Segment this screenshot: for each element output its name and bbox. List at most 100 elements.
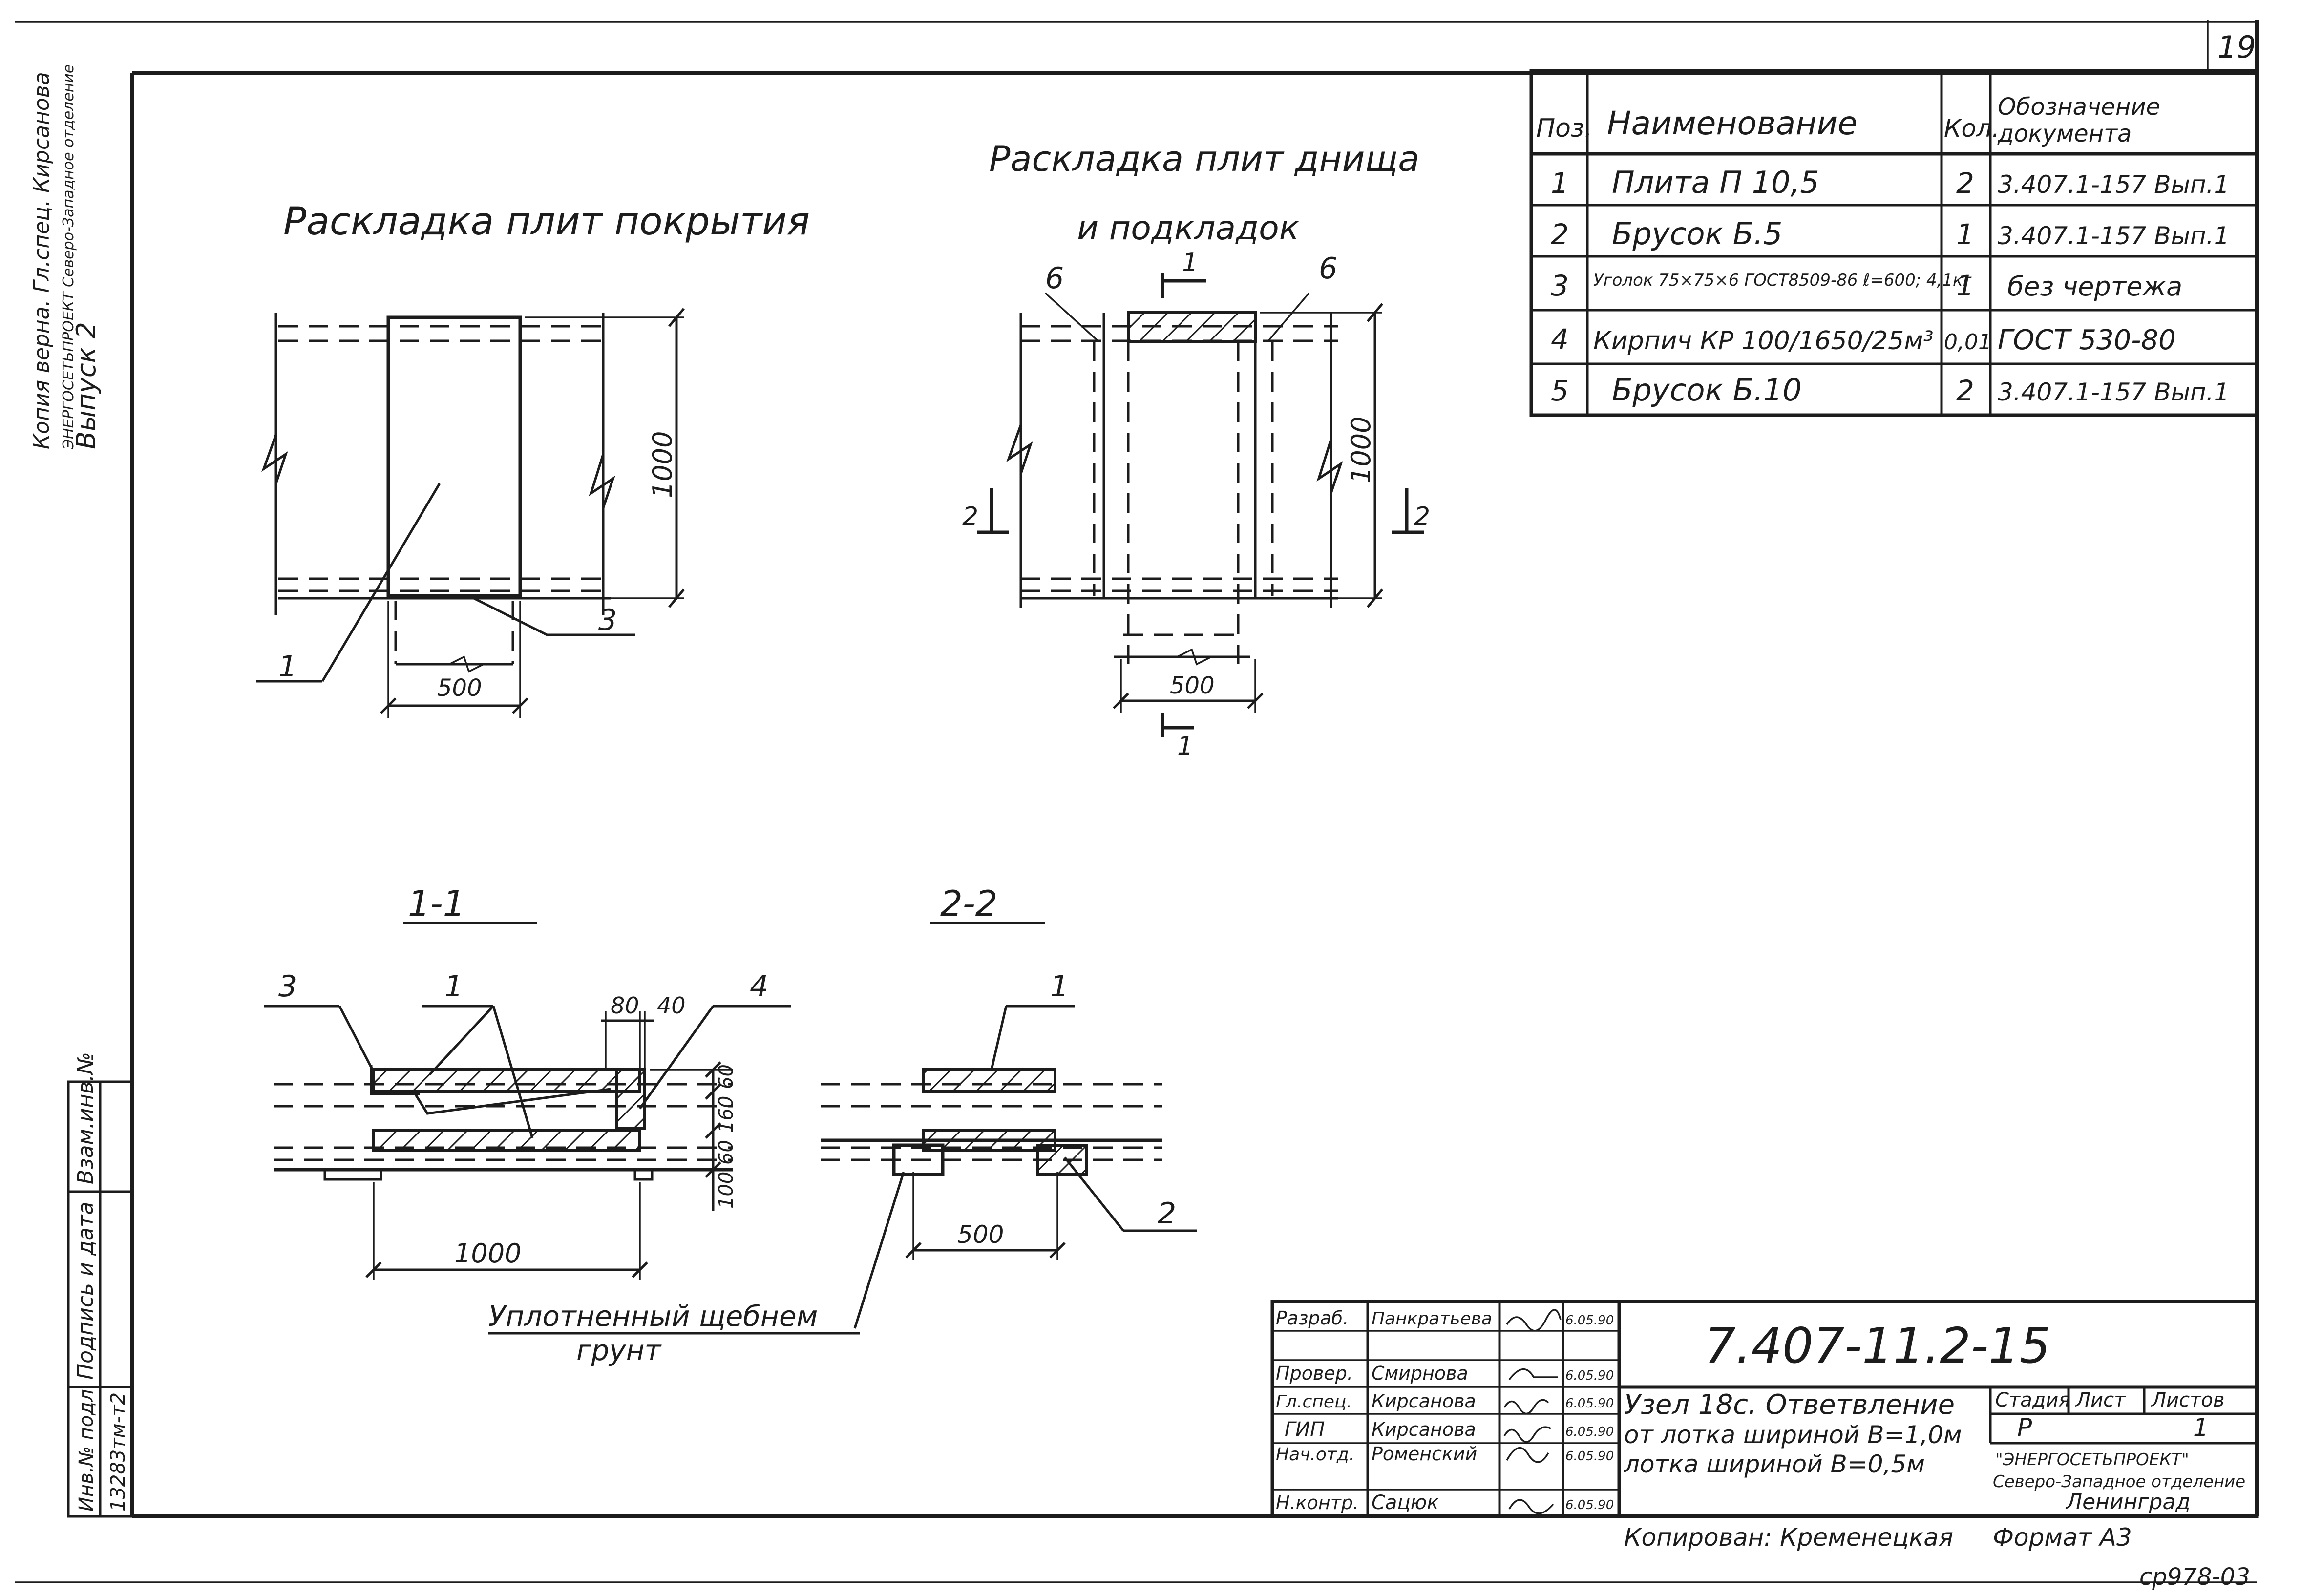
spec-row-5-qty: 2 bbox=[1956, 374, 1974, 407]
spec-header-pos: Поз. bbox=[1536, 114, 1592, 143]
left-stamp-cell-3: Инв.№ подл. bbox=[75, 1383, 98, 1512]
spec-row-4-qty: 0,01 bbox=[1944, 330, 1992, 355]
section-1-1-title: 1-1 bbox=[408, 883, 465, 924]
spec-row-1-doc: 3.407.1-157 Вып.1 bbox=[1998, 170, 2229, 199]
spec-row-5-name: Брусок Б.10 bbox=[1612, 372, 1802, 408]
margin-stamp-issue: Выпуск 2 bbox=[71, 322, 102, 449]
org-line-3: Ленинград bbox=[2065, 1490, 2191, 1514]
staff-5-name: Роменский bbox=[1372, 1443, 1477, 1465]
left-stamp: Взам.инв.№ Подпись и дата Инв.№ подл. 13… bbox=[67, 1052, 133, 1518]
spec-row-5-pos: 5 bbox=[1551, 374, 1569, 407]
dim-1000-section: 1000 bbox=[454, 1238, 521, 1269]
format-label: Формат А3 bbox=[1993, 1523, 2132, 1552]
cover-title: Раскладка плит покрытия bbox=[283, 200, 810, 244]
staff-5-role: Нач.отд. bbox=[1276, 1445, 1354, 1465]
bottom-slab-layout: Раскладка плит днища и подкладок 6 6 1 1 bbox=[962, 138, 1430, 761]
page-number: 19 bbox=[2217, 29, 2256, 65]
signature-1 bbox=[1506, 1309, 1562, 1332]
staff-4-name: Кирсанова bbox=[1372, 1419, 1476, 1440]
spec-row-1-qty: 2 bbox=[1956, 167, 1974, 200]
mark-3-cover: 3 bbox=[598, 603, 617, 637]
spec-row-3-name: Уголок 75×75×6 ГОСТ8509-86 ℓ=600; 4,1кг bbox=[1593, 271, 1972, 290]
section-2-2-title: 2-2 bbox=[940, 883, 998, 924]
dim-1000-cover: 1000 bbox=[647, 431, 678, 498]
section-2-2: 2-2 500 1 2 Уплотненный щебнем грунт bbox=[488, 883, 1197, 1367]
left-stamp-cell-4: 13283тм-т2 bbox=[107, 1392, 129, 1512]
dim-60-bottom: 60 bbox=[715, 1140, 738, 1165]
staff-1-role: Разраб. bbox=[1276, 1307, 1349, 1329]
title-block: 7.407-11.2-15 Узел 18с. Ответвление от л… bbox=[1270, 1300, 2259, 1518]
staff-1-name: Панкратьева bbox=[1372, 1309, 1492, 1329]
staff-3-role: Гл.спец. bbox=[1276, 1392, 1352, 1412]
org-line-2: Северо-Западное отделение bbox=[1993, 1472, 2245, 1491]
spec-header-doc: Обозначение bbox=[1998, 93, 2160, 121]
spec-row-3-pos: 3 bbox=[1551, 269, 1569, 302]
cover-slab-layout: Раскладка плит покрытия 1000 500 1 3 bbox=[256, 200, 810, 718]
sheet-label: Лист bbox=[2075, 1389, 2126, 1411]
soil-note-2: грунт bbox=[576, 1334, 662, 1367]
staff-2-role: Провер. bbox=[1276, 1363, 1353, 1384]
staff-3-name: Кирсанова bbox=[1372, 1390, 1476, 1412]
mark-2-section: 2 bbox=[1158, 1197, 1176, 1231]
signature-2 bbox=[1508, 1368, 1558, 1381]
section-1-1: 1-1 80 40 60 160 60 100 100 bbox=[264, 883, 791, 1280]
staff-2-date: 6.05.90 bbox=[1565, 1368, 1614, 1383]
margin-stamp-top: Копия верна. Гл.спец. Кирсанова bbox=[29, 72, 54, 449]
spec-row-5-doc: 3.407.1-157 Вып.1 bbox=[1998, 378, 2229, 406]
desc-line-2: от лотка шириной В=1,0м bbox=[1624, 1421, 1962, 1449]
spec-table: Поз. Наименование Кол. Обозначение докум… bbox=[1529, 69, 2259, 417]
mark-1-section-2: 1 bbox=[1050, 969, 1069, 1004]
signature-4 bbox=[1503, 1426, 1551, 1443]
left-stamp-cell-1: Взам.инв.№ bbox=[73, 1052, 98, 1184]
dim-1000-bottom: 1000 bbox=[1346, 417, 1376, 483]
stage-label: Стадия bbox=[1995, 1389, 2070, 1411]
org-line-1: "ЭНЕРГОСЕТЬПРОЕКТ" bbox=[1995, 1450, 2189, 1470]
spec-row-3-doc: без чертежа bbox=[2007, 271, 2182, 302]
spec-header-doc-2: документа bbox=[1997, 120, 2132, 147]
mark-3-section: 3 bbox=[278, 969, 297, 1004]
spec-row-1-name: Плита П 10,5 bbox=[1612, 165, 1819, 200]
dim-60-top: 60 bbox=[715, 1064, 738, 1089]
bottom-title-2: и подкладок bbox=[1077, 209, 1299, 248]
dim-500-cover: 500 bbox=[437, 674, 482, 702]
margin-stamp: Копия верна. Гл.спец. Кирсанова ЭНЕРГОСЕ… bbox=[29, 64, 102, 450]
margin-stamp-org: ЭНЕРГОСЕТЬПРОЕКТ Северо-Западное отделен… bbox=[60, 64, 77, 450]
left-stamp-cell-2: Подпись и дата bbox=[73, 1202, 98, 1380]
desc-line-3: лотка шириной В=0,5м bbox=[1624, 1450, 1925, 1478]
spec-row-3-qty: 1 bbox=[1956, 269, 1974, 302]
spec-header-qty: Кол. bbox=[1944, 114, 2000, 143]
doc-number: 7.407-11.2-15 bbox=[1705, 1317, 2050, 1374]
staff-6-role: Н.контр. bbox=[1276, 1492, 1359, 1513]
section-mark-1-top: 1 bbox=[1182, 248, 1198, 277]
spec-row-4-name: Кирпич КР 100/1650/25м³ bbox=[1593, 326, 1933, 356]
spec-row-2-qty: 1 bbox=[1956, 218, 1974, 251]
sheets-value: 1 bbox=[2193, 1413, 2209, 1442]
staff-4-role: ГИП bbox=[1285, 1418, 1325, 1441]
mark-6-right: 6 bbox=[1319, 252, 1337, 286]
bottom-title-1: Раскладка плит днища bbox=[989, 138, 1419, 179]
staff-6-name: Сацюк bbox=[1372, 1491, 1439, 1514]
staff-3-date: 6.05.90 bbox=[1565, 1396, 1614, 1411]
dim-40: 40 bbox=[657, 992, 686, 1019]
soil-note-1: Уплотненный щебнем bbox=[488, 1300, 818, 1333]
signature-3 bbox=[1503, 1399, 1549, 1415]
spec-row-2-doc: 3.407.1-157 Вып.1 bbox=[1998, 222, 2229, 250]
staff-6-date: 6.05.90 bbox=[1565, 1498, 1614, 1512]
spec-row-2-pos: 2 bbox=[1551, 218, 1569, 251]
mark-1-section: 1 bbox=[444, 969, 463, 1004]
staff-4-date: 6.05.90 bbox=[1565, 1425, 1614, 1439]
staff-5-date: 6.05.90 bbox=[1565, 1449, 1614, 1464]
spec-header-name: Наименование bbox=[1607, 105, 1858, 142]
dim-100: 100 bbox=[715, 1172, 738, 1209]
mark-4-section: 4 bbox=[750, 969, 768, 1004]
section-mark-2-right: 2 bbox=[1414, 502, 1430, 531]
signature-6 bbox=[1508, 1499, 1554, 1514]
spec-row-4-doc: ГОСТ 530-80 bbox=[1998, 324, 2176, 356]
signature-5 bbox=[1506, 1447, 1549, 1463]
desc-line-1: Узел 18с. Ответвление bbox=[1624, 1389, 1955, 1421]
dim-160: 160 bbox=[715, 1096, 738, 1133]
staff-1-date: 6.05.90 bbox=[1565, 1313, 1614, 1328]
dim-500-section: 500 bbox=[957, 1220, 1004, 1249]
staff-2-name: Смирнова bbox=[1372, 1363, 1468, 1384]
